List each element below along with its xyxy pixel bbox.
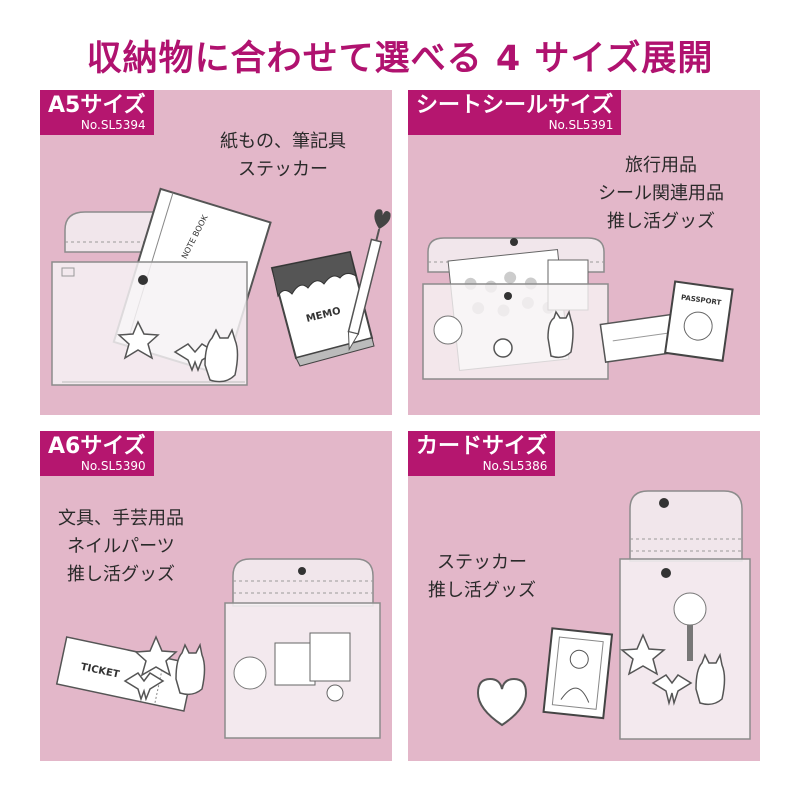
panel-a6: TICKET A6サイズ No.SL5390 文具、手芸用品 ネイルパーツ 推し… [40, 431, 392, 761]
size-name: シートシールサイズ [416, 93, 614, 118]
a6-pouch-illustration: TICKET [55, 558, 381, 739]
photo-card-icon [542, 627, 614, 720]
size-label-sheet-seal: シートシールサイズ No.SL5391 [408, 90, 622, 135]
description: 旅行用品 シール関連用品 推し活グッズ [598, 152, 724, 236]
bow-sticker-icon [651, 674, 693, 706]
bow-sticker-icon [123, 672, 165, 702]
cat-sticker-icon [547, 309, 574, 359]
description: ステッカー 推し活グッズ [428, 549, 536, 605]
snap-button-icon [138, 275, 148, 285]
product-code: No.SL5386 [482, 459, 548, 473]
passport-icon: PASSPORT [663, 280, 734, 362]
size-name: A5サイズ [48, 93, 146, 118]
character-sticker-icon [673, 592, 707, 626]
size-label-card: カードサイズ No.SL5386 [408, 431, 556, 476]
round-sticker-icon [493, 338, 513, 358]
card-pouch-illustration [476, 490, 751, 740]
desc-line: 推し活グッズ [428, 580, 536, 601]
description: 文具、手芸用品 ネイルパーツ 推し活グッズ [58, 505, 184, 589]
snap-button-icon [661, 568, 671, 578]
product-code: No.SL5394 [80, 118, 146, 132]
size-label-a5: A5サイズ No.SL5394 [40, 90, 154, 135]
pen-icon [347, 209, 391, 352]
desc-line: シール関連用品 [598, 183, 724, 204]
bow-sticker-icon [173, 343, 217, 373]
snap-button-icon [298, 567, 306, 575]
desc-line: 推し活グッズ [607, 211, 715, 232]
panel-card: カードサイズ No.SL5386 ステッカー 推し活グッズ [408, 431, 760, 761]
star-sticker-icon [134, 635, 178, 677]
page-title: 収納物に合わせて選べる 4 サイズ展開 [86, 39, 714, 79]
desc-line: 文具、手芸用品 [58, 508, 184, 529]
character-sticker-icon [233, 656, 267, 690]
desc-line: ネイルパーツ [67, 536, 175, 557]
product-code: No.SL5390 [80, 459, 146, 473]
snap-button-icon [504, 292, 512, 300]
heart-sticker-icon [476, 677, 528, 727]
ticket-icon: TICKET [55, 636, 195, 712]
star-sticker-icon [620, 633, 666, 676]
cat-sticker-icon [175, 642, 206, 696]
desc-line: ステッカー [238, 159, 328, 180]
size-name: カードサイズ [416, 434, 548, 459]
panel-sheet-seal: PASSPORT シートシールサイズ No.SL5391 旅行用品 シール関連用… [408, 90, 760, 415]
sheet-seal-pouch-illustration: PASSPORT [422, 237, 734, 380]
size-label-a6: A6サイズ No.SL5390 [40, 431, 154, 476]
desc-line: ステッカー [437, 552, 527, 573]
a5-pouch-illustration: NOTE BOOK MEMO [51, 187, 391, 386]
cat-sticker-icon [204, 327, 239, 383]
product-code: No.SL5391 [548, 118, 614, 132]
desc-line: 推し活グッズ [67, 564, 175, 585]
cat-sticker-icon [695, 652, 726, 706]
desc-line: 旅行用品 [625, 155, 697, 176]
memo-pad-icon: MEMO [270, 250, 375, 367]
character-sticker-icon [433, 315, 463, 345]
desc-line: 紙もの、筆記具 [220, 131, 346, 152]
description: 紙もの、筆記具 ステッカー [220, 128, 346, 184]
size-name: A6サイズ [48, 434, 146, 459]
star-sticker-icon [117, 320, 160, 360]
panel-a5: NOTE BOOK MEMO A5サイズ No.SL5394 紙もの、筆記具 [40, 90, 392, 415]
